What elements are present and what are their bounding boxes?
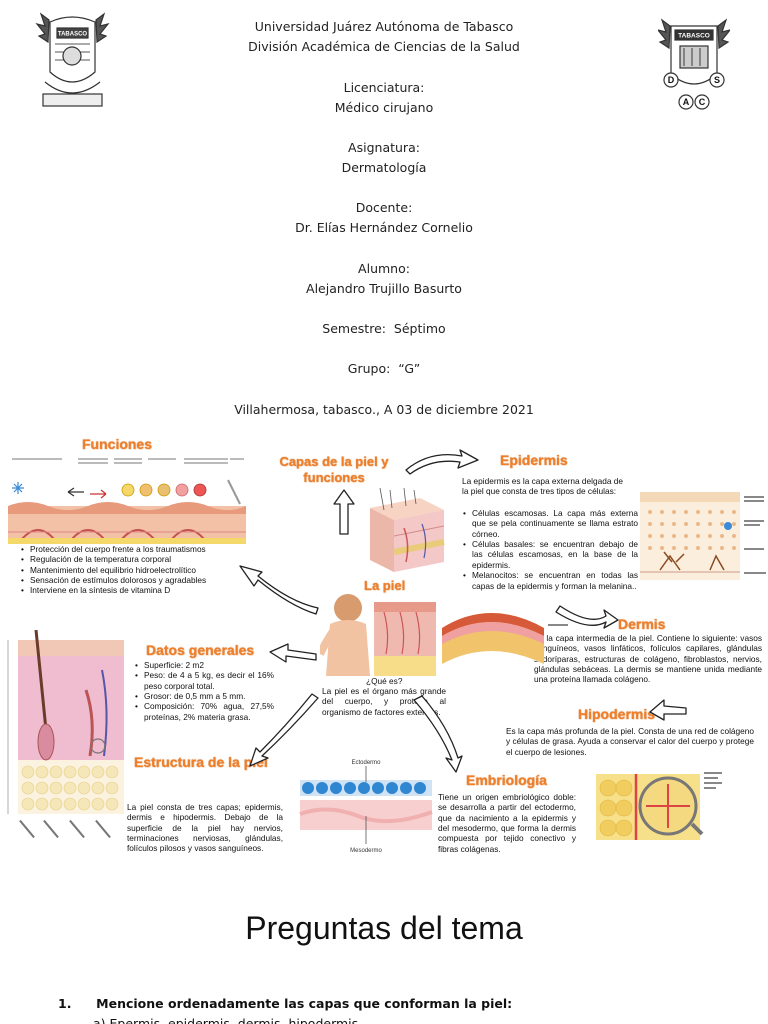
epidermis-list: Células escamosas. La capa más externa q… [462, 508, 638, 591]
epidermis-cells-illustration [640, 492, 766, 580]
embriologia-title: Embriología [466, 772, 547, 788]
datos-item: Superficie: 2 m2 [134, 660, 274, 671]
subject-label: Asignatura: [348, 140, 420, 155]
logo-letter-c: C [699, 97, 706, 107]
subject-value: Dermatología [341, 160, 427, 175]
datos-item: Grosor: de 0,5 mm a 5 mm. [134, 691, 274, 702]
division-name: División Académica de Ciencias de la Sal… [248, 39, 520, 54]
teacher-value: Dr. Elías Hernández Cornelio [295, 220, 473, 235]
embriologia-text: Tiene un origen embriológico doble: se d… [438, 792, 576, 854]
epidermis-title: Epidermis [500, 452, 568, 468]
datos-title: Datos generales [146, 642, 255, 658]
question-1: 1. Mencione ordenadamente las capas que … [58, 996, 512, 1011]
left-logo-text: TABASCO [58, 32, 88, 38]
funciones-title: Funciones [82, 436, 153, 452]
funciones-item: Sensación de estímulos dolorosos y agrad… [20, 575, 250, 586]
epidermis-item: Células basales: se encuentran debajo de… [462, 539, 638, 570]
hypodermis-fat-illustration [596, 772, 722, 840]
semester-line: Semestre: Séptimo [322, 321, 446, 336]
logo-letter-a: A [683, 97, 690, 107]
la-piel-definition: La piel es el órgano más grande del cuer… [322, 686, 446, 717]
question-1-answer: a) Epermis, epidermis, dermis, hipodermi… [93, 1016, 363, 1024]
funciones-item: Mantenimiento del equilibrio hidroelectr… [20, 565, 250, 576]
student-label: Alumno: [358, 261, 410, 276]
university-name: Universidad Juárez Autónoma de Tabasco [254, 19, 514, 34]
mind-map-arrows [239, 449, 687, 773]
logo-letter-d: D [668, 75, 675, 85]
la-piel-title: La piel [364, 578, 406, 593]
mesodermo-label: Mesodermo [350, 848, 382, 854]
epidermis-intro: La epidermis es la capa externa delgada … [462, 476, 623, 497]
mind-map: Funciones Protección del cuerpo frente a… [0, 430, 768, 870]
hipodermis-title: Hipodermis [578, 706, 656, 722]
question-1-text: Mencione ordenadamente las capas que con… [96, 996, 513, 1011]
student-value: Alejandro Trujillo Basurto [306, 281, 462, 296]
questions-title: Preguntas del tema [245, 910, 523, 946]
funciones-item: Protección del cuerpo frente a los traum… [20, 544, 250, 555]
degree-value: Médico cirujano [334, 100, 434, 115]
epidermis-item: Células escamosas. La capa más externa q… [462, 508, 638, 539]
dermis-text: Es la capa intermedia de la piel. Contie… [534, 633, 762, 685]
datos-item: Peso: de 4 a 5 kg, es decir el 16% peso … [134, 670, 274, 691]
place-date-line: Villahermosa, tabasco., A 03 de diciembr… [234, 402, 534, 417]
dermis-title: Dermis [618, 616, 666, 632]
epidermis-item: Melanocitos: se encuentran en todas las … [462, 570, 638, 591]
faculty-logo-icon: TABASCO D A C S [658, 18, 730, 110]
funciones-item: Regulación de la temperatura corporal [20, 554, 250, 565]
right-logo-text: TABASCO [678, 33, 710, 40]
teacher-label: Docente: [355, 200, 413, 215]
datos-item: Composición: 70% agua, 27,5% proteínas, … [134, 701, 274, 722]
cover-page: TABASCO TABASCO D A C S Universidad Juár… [0, 0, 768, 430]
estructura-title: Estructura de la piel [134, 754, 268, 770]
capas-title: Capas de la piel y funciones [279, 454, 389, 485]
embryo-layers-illustration: Ectodermo Mesodermo [298, 754, 434, 870]
estructura-text: La piel consta de tres capas; epidermis,… [127, 802, 283, 854]
funciones-list: Protección del cuerpo frente a los traum… [20, 544, 250, 596]
question-1-number: 1. [58, 996, 72, 1011]
ectodermo-label: Ectodermo [351, 760, 381, 766]
funciones-item: Interviene en la síntesis de vitamina D [20, 585, 250, 596]
logo-letter-s: S [714, 75, 720, 85]
hipodermis-text: Es la capa más profunda de la piel. Cons… [506, 726, 754, 757]
datos-list: Superficie: 2 m2 Peso: de 4 a 5 kg, es d… [134, 660, 274, 722]
center-skin-illustrations [320, 594, 568, 676]
skin-functions-illustration [8, 454, 246, 544]
skin-layers-3d-illustration [370, 488, 445, 572]
skin-structure-illustration [7, 630, 124, 839]
que-es-label: ¿Qué es? [366, 676, 403, 686]
degree-label: Licenciatura: [343, 80, 425, 95]
group-line: Grupo: “G” [347, 361, 421, 376]
university-logo-icon: TABASCO [35, 12, 110, 107]
